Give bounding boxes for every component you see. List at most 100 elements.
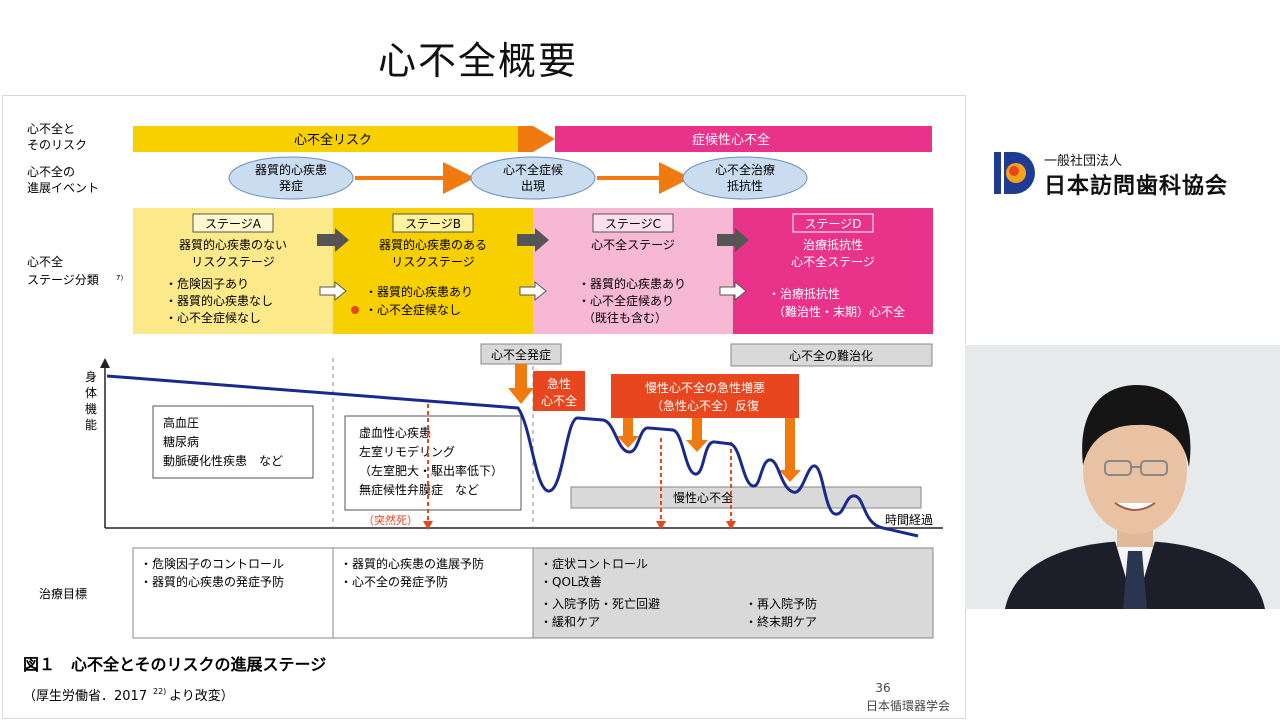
symptomatic-bar-label: 症候性心不全 bbox=[692, 132, 770, 148]
symptomatic-bar bbox=[555, 126, 932, 152]
stage-d-desc-1: 治療抵抗性 bbox=[803, 237, 863, 252]
stage-arrow-bc bbox=[517, 228, 549, 252]
risk-box-a-2: 糖尿病 bbox=[163, 434, 199, 449]
y-axis-label-1: 身 bbox=[85, 369, 97, 384]
row-label-events-1: 心不全の bbox=[27, 164, 75, 179]
event-1-line2: 発症 bbox=[279, 178, 303, 193]
treatment-col-3-box bbox=[532, 547, 934, 639]
treatment-3-3: ・入院予防・死亡回避 bbox=[540, 596, 660, 611]
stage-d-desc-2: 心不全ステージ bbox=[791, 254, 875, 269]
stage-arrow-cd bbox=[717, 228, 749, 252]
exacerbation-arrow-3 bbox=[779, 418, 801, 482]
sudden-death-arrowhead-2 bbox=[656, 521, 666, 530]
stage-a-desc-2: リスクステージ bbox=[191, 255, 274, 269]
sudden-death-arrowhead-1 bbox=[423, 521, 433, 530]
row-label-events-2: 進展イベント bbox=[27, 181, 99, 195]
refractory-label: 心不全の難治化 bbox=[789, 348, 873, 363]
stage-d-item-2: （難治性・末期）心不全 bbox=[773, 304, 905, 319]
presenter-avatar bbox=[965, 345, 1280, 609]
stage-item-arrow-bc bbox=[519, 280, 547, 302]
row-label-risk-2: そのリスク bbox=[27, 138, 87, 152]
sudden-death-label: （突然死） bbox=[363, 513, 418, 527]
y-axis-arrowhead bbox=[100, 358, 110, 368]
treatment-1-2: ・器質的心疾患の発症予防 bbox=[140, 574, 284, 589]
org-sub-name: 一般社団法人 bbox=[1044, 154, 1123, 169]
exacerbation-line-1: 慢性心不全の急性増悪 bbox=[645, 380, 765, 395]
stage-c-item-2: ・心不全症候あり bbox=[578, 293, 674, 308]
stage-item-arrow-ab bbox=[319, 280, 347, 302]
treatment-col-2-box bbox=[332, 547, 534, 639]
y-axis-label-3: 機 bbox=[85, 401, 97, 416]
page-number: 36 bbox=[875, 681, 890, 695]
event-3-line1: 心不全治療 bbox=[715, 162, 775, 177]
risk-bar bbox=[133, 126, 533, 152]
stage-a-item-1: ・危険因子あり bbox=[165, 277, 249, 291]
event-oval-3 bbox=[682, 156, 808, 200]
treatment-col-1-box bbox=[132, 547, 334, 639]
treatment-row-label: 治療目標 bbox=[39, 587, 87, 601]
figure-source-ref: 22) bbox=[153, 687, 166, 696]
treatment-3-1: ・症状コントロール bbox=[540, 556, 648, 571]
stage-d-item-1: ・治療抵抗性 bbox=[768, 286, 840, 301]
row-label-stages-2: ステージ分類 bbox=[27, 273, 99, 287]
stage-c-item-3: （既往も含む） bbox=[583, 310, 667, 325]
risk-box-a-3: 動脈硬化性疾患 など bbox=[163, 453, 283, 468]
treatment-4-1: ・再入院予防 bbox=[745, 596, 817, 611]
stage-a-item-2: ・器質的心疾患なし bbox=[165, 293, 273, 308]
stage-c-item-1: ・器質的心疾患あり bbox=[578, 276, 686, 291]
exacerbation-arrow-2 bbox=[686, 418, 708, 452]
treatment-3-2: ・QOL改善 bbox=[540, 574, 602, 589]
org-logo: 一般社団法人 日本訪問歯科協会 bbox=[992, 148, 1252, 199]
risk-box-b-3: （左室肥大・駆出率低下） bbox=[359, 463, 503, 478]
stage-arrow-ab bbox=[317, 228, 349, 252]
exacerbation-box bbox=[611, 374, 799, 418]
stage-c-tag bbox=[592, 213, 674, 233]
acute-line-1: 急性 bbox=[547, 376, 571, 391]
org-logo-mark-icon bbox=[994, 152, 1035, 194]
figure-caption: 図１ 心不全とそのリスクの進展ステージ bbox=[23, 655, 326, 674]
stage-b-tag bbox=[392, 213, 474, 233]
stage-a-item-3: ・心不全症候なし bbox=[165, 310, 261, 325]
event-3-line2: 抵抗性 bbox=[727, 178, 763, 193]
risk-box-b bbox=[344, 415, 522, 511]
event-2-line1: 心不全症候 bbox=[503, 162, 563, 177]
exacerbation-arrow-1 bbox=[617, 418, 639, 448]
row-label-risk-1: 心不全と bbox=[27, 121, 75, 136]
treatment-3-4: ・緩和ケア bbox=[540, 615, 600, 629]
stage-a-name: ステージA bbox=[205, 217, 262, 231]
slide-title: 心不全概要 bbox=[378, 39, 579, 83]
acute-line-2: 心不全 bbox=[541, 393, 577, 408]
source-org: 日本循環器学会 bbox=[866, 698, 950, 713]
stage-c-name: ステージC bbox=[605, 217, 661, 231]
onset-arrow bbox=[508, 364, 534, 404]
treatment-4-2: ・終末期ケア bbox=[745, 614, 817, 629]
event-oval-1 bbox=[228, 156, 354, 200]
stage-d-name: ステージD bbox=[804, 217, 861, 231]
physical-function-curve bbox=[106, 374, 919, 538]
onset-label: 心不全発症 bbox=[491, 347, 551, 362]
stage-b-desc-2: リスクステージ bbox=[391, 255, 474, 269]
presenter-webcam bbox=[965, 345, 1280, 609]
treatment-1-1: ・危険因子のコントロール bbox=[140, 557, 284, 571]
chronic-band bbox=[570, 486, 922, 509]
y-axis-label-4: 能 bbox=[85, 418, 97, 432]
stage-b-name: ステージB bbox=[405, 217, 461, 231]
risk-box-a bbox=[152, 405, 314, 479]
pointer-dot bbox=[351, 306, 359, 314]
sudden-death-arrowhead-3 bbox=[726, 521, 736, 530]
stage-a-desc-1: 器質的心疾患のない bbox=[179, 237, 287, 252]
stage-d-tag bbox=[792, 213, 874, 233]
row-label-stages-ref: 7) bbox=[116, 274, 123, 282]
exacerbation-line-2: （急性心不全）反復 bbox=[651, 398, 759, 413]
risk-bar-label: 心不全リスク bbox=[294, 132, 372, 148]
stage-b-item-1: ・器質的心疾患あり bbox=[365, 284, 473, 299]
treatment-2-1: ・器質的心疾患の進展予防 bbox=[340, 556, 484, 571]
event-1-line1: 器質的心疾患 bbox=[255, 162, 327, 177]
stage-item-arrow-cd bbox=[719, 280, 747, 302]
stage-b-item-2: ・心不全症候なし bbox=[365, 302, 461, 317]
heart-failure-stage-figure: 心不全と そのリスク 心不全の 進展イベント 心不全 ステージ分類 7) 心不全… bbox=[2, 95, 966, 719]
chronic-label: 慢性心不全 bbox=[673, 490, 733, 505]
row-label-stages-1: 心不全 bbox=[27, 254, 63, 269]
stage-a-tag bbox=[192, 213, 274, 233]
figure-source: （厚生労働省．2017 bbox=[23, 689, 147, 704]
